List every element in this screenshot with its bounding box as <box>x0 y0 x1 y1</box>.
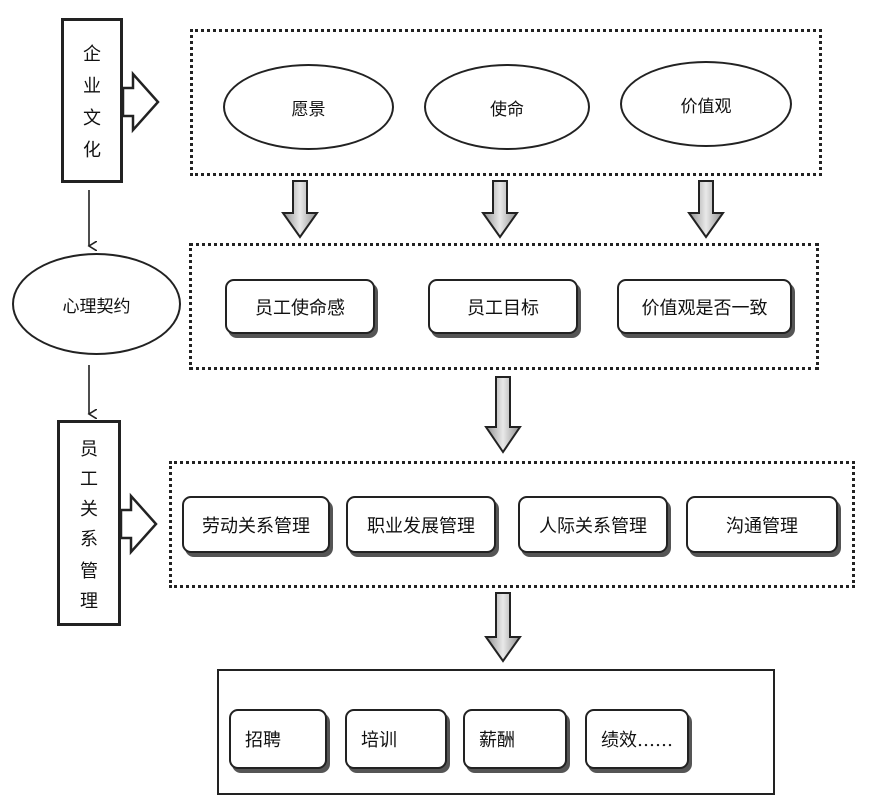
culture-char: 文 <box>83 108 101 129</box>
values-ellipse: 价值观 <box>620 61 792 147</box>
employee-mission-label: 员工使命感 <box>255 297 345 319</box>
psychological-contract-ellipse: 心理契约 <box>12 253 181 355</box>
erm-char: 工 <box>80 469 98 490</box>
erm-char: 管 <box>80 561 98 582</box>
erm-char: 理 <box>80 591 98 612</box>
training-box: 培训 <box>345 709 447 769</box>
employee-relations-box: 员 工 关 系 管 理 <box>57 420 121 626</box>
vision-down-arrow <box>281 180 319 239</box>
mission-label: 使命 <box>490 99 524 120</box>
employee-goal-box: 员工目标 <box>428 279 578 334</box>
career-development-label: 职业发展管理 <box>367 515 475 537</box>
employee-mission-box: 员工使命感 <box>225 279 375 334</box>
erm-char: 员 <box>80 439 98 460</box>
psychological-contract-label: 心理契约 <box>62 296 131 317</box>
level4-container <box>217 669 775 795</box>
compensation-label: 薪酬 <box>479 730 515 751</box>
culture-char: 业 <box>83 76 101 97</box>
compensation-box: 薪酬 <box>463 709 567 769</box>
career-development-box: 职业发展管理 <box>346 496 496 553</box>
values-label: 价值观 <box>680 96 732 117</box>
culture-char: 企 <box>83 44 101 65</box>
vision-label: 愿景 <box>291 99 326 120</box>
culture-char: 化 <box>83 140 101 161</box>
values-down-arrow <box>687 180 725 239</box>
vision-ellipse: 愿景 <box>223 64 394 150</box>
level3-down-arrow <box>484 592 522 663</box>
mission-ellipse: 使命 <box>424 64 590 150</box>
values-consistency-box: 价值观是否一致 <box>617 279 792 334</box>
communication-management-label: 沟通管理 <box>726 515 798 537</box>
labor-relations-box: 劳动关系管理 <box>182 496 330 553</box>
level3-container <box>169 461 855 588</box>
recruitment-label: 招聘 <box>245 730 281 751</box>
interpersonal-relations-label: 人际关系管理 <box>539 515 647 537</box>
erm-char: 关 <box>80 499 98 520</box>
level2-container <box>189 243 819 370</box>
employee-goal-label: 员工目标 <box>467 297 539 319</box>
corporate-culture-box: 企 业 文 化 <box>61 18 123 183</box>
erm-right-arrow <box>119 492 158 556</box>
communication-management-box: 沟通管理 <box>686 496 838 553</box>
performance-label: 绩效…… <box>601 730 673 751</box>
mission-down-arrow <box>481 180 519 239</box>
values-consistency-label: 价值观是否一致 <box>641 297 768 319</box>
recruitment-box: 招聘 <box>229 709 327 769</box>
level1-container <box>190 29 822 176</box>
interpersonal-relations-box: 人际关系管理 <box>518 496 668 553</box>
erm-char: 系 <box>80 529 98 550</box>
labor-relations-label: 劳动关系管理 <box>202 515 310 537</box>
training-label: 培训 <box>361 730 397 751</box>
performance-box: 绩效…… <box>585 709 689 769</box>
level2-down-arrow <box>484 376 522 454</box>
culture-right-arrow <box>121 70 160 134</box>
